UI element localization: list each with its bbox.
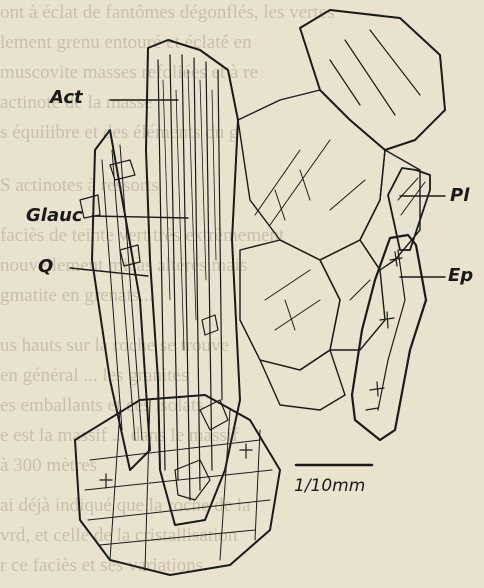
label-q: Q	[38, 257, 53, 277]
matrix-network	[320, 240, 385, 350]
ep-prism	[352, 235, 426, 440]
lower-crystal-cleavage	[85, 440, 272, 545]
matrix-network	[360, 150, 420, 270]
upper-crystal-crack	[330, 30, 420, 115]
q-leader	[70, 268, 148, 276]
upper-crystal-outline	[300, 10, 445, 150]
matrix-cleavage	[255, 140, 370, 330]
left-plagioclase-striation	[102, 145, 142, 440]
scale-bar-label: 1/10mm	[294, 476, 365, 496]
label-ep: Ep	[448, 266, 473, 286]
label-glauc: Glauc	[26, 206, 83, 226]
ep-prism-inner	[378, 250, 405, 410]
label-pl: Pl	[450, 186, 469, 206]
inclusion	[80, 195, 100, 218]
label-act: Act	[50, 88, 83, 108]
matrix-network	[240, 240, 340, 370]
matrix-cleavage	[275, 170, 310, 330]
matrix-network	[260, 350, 345, 410]
